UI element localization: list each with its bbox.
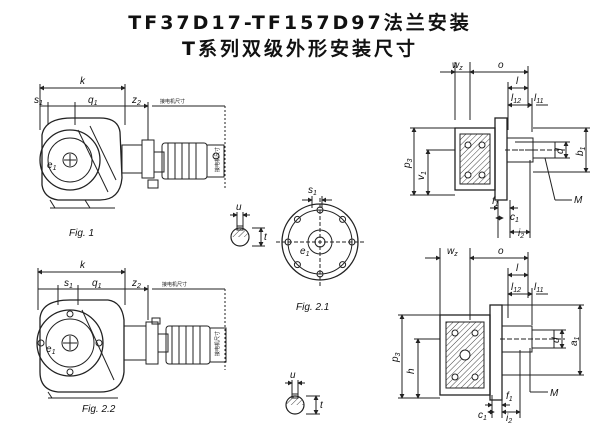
label-b1-top: b1 (575, 146, 587, 156)
label-d-bottom: d (551, 337, 562, 343)
label-a1-bottom: a1 (569, 336, 581, 346)
label-h-bottom: h (406, 368, 417, 374)
side-view-top (410, 62, 590, 238)
label-i2-top: i2 (518, 228, 524, 240)
motor-size-vertical-fig1: 接电机尺寸 (214, 147, 221, 172)
label-s1-fig21: s1 (308, 185, 317, 197)
label-l-bottom: l (516, 263, 519, 274)
label-i2-bottom: i2 (506, 413, 512, 425)
label-p3-top: p3 (402, 158, 414, 169)
side-view-bottom (398, 248, 584, 418)
label-e1-fig22: e1 (46, 344, 56, 356)
title-line-2: T系列双级外形安装尺寸 (182, 38, 418, 60)
label-f1-top: f1 (492, 196, 499, 208)
label-s1-fig1: s1 (34, 95, 43, 107)
label-v1-top: v1 (416, 171, 428, 180)
label-z2-fig22: z2 (131, 278, 141, 290)
label-t-fig1: t (264, 232, 268, 243)
title-line-1: TF37D17-TF157D97法兰安装 (128, 12, 472, 34)
fig22-gearbox (36, 268, 227, 399)
label-wz-bottom: wz (447, 246, 458, 258)
fig21-flange (276, 196, 364, 286)
label-d-top: d (555, 148, 566, 154)
label-c1-bottom: c1 (478, 410, 487, 422)
label-k-fig22: k (80, 260, 86, 271)
label-o-top: o (498, 60, 504, 71)
label-l-top: l (516, 76, 519, 87)
label-u-fig22: u (290, 370, 296, 381)
fig22-shaft-detail (285, 380, 320, 415)
label-o-bottom: o (498, 246, 504, 257)
label-p3-bottom: p3 (390, 352, 402, 363)
label-l12-top: l12 (511, 93, 521, 105)
label-M-bottom: M (550, 388, 559, 399)
label-u-fig1: u (236, 202, 242, 213)
label-e1-fig1: e1 (47, 160, 57, 172)
label-l11-top: l11 (534, 93, 544, 105)
label-f1-bottom: f1 (506, 391, 513, 403)
fig1-shaft-detail (230, 212, 265, 247)
label-k-fig1: k (80, 76, 86, 87)
label-M-top: M (574, 195, 583, 206)
label-q1-fig1: q1 (88, 95, 98, 107)
label-z2-fig1: z2 (131, 95, 141, 107)
label-l11-bottom: l11 (534, 282, 544, 294)
label-e1-fig21: e1 (300, 246, 310, 258)
fig1-gearbox (39, 84, 226, 209)
motor-size-note-fig1: 接电机尺寸 (160, 98, 185, 105)
label-q1-fig22: q1 (92, 278, 102, 290)
motor-size-note-fig22: 接电机尺寸 (162, 281, 187, 288)
label-c1-top: c1 (510, 212, 519, 224)
caption-fig22: Fig. 2.2 (82, 404, 116, 415)
caption-fig1: Fig. 1 (69, 228, 94, 239)
label-wz-top: wz (452, 60, 463, 72)
label-l12-bottom: l12 (511, 282, 521, 294)
label-t-fig22: t (320, 400, 324, 411)
caption-fig21: Fig. 2.1 (296, 302, 329, 313)
motor-size-vertical-fig22: 接电机尺寸 (214, 331, 221, 356)
label-s1-fig22: s1 (64, 278, 73, 290)
